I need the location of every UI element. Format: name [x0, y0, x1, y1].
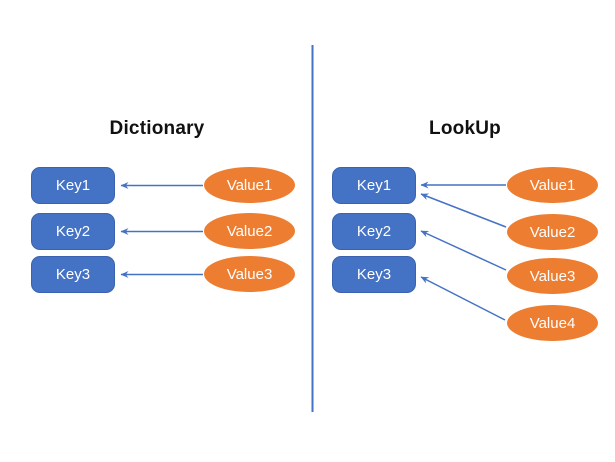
arrow-right-value2-to-key1 [420, 193, 507, 228]
dictionary-value1-node: Value1 [204, 167, 295, 203]
lookup-value3-label: Value3 [529, 267, 576, 285]
dictionary-value3-label: Value3 [226, 265, 273, 283]
dictionary-key1-label: Key1 [55, 177, 91, 194]
dictionary-value1-label: Value1 [226, 176, 273, 194]
dictionary-value2-label: Value2 [226, 222, 273, 240]
lookup-value3-node: Value3 [507, 258, 598, 294]
lookup-value4-label: Value4 [529, 314, 576, 332]
lookup-value2-node: Value2 [507, 214, 598, 250]
lookup-value1-label: Value1 [529, 176, 576, 194]
lookup-value2-label: Value2 [529, 223, 576, 241]
lookup-key1-label: Key1 [356, 177, 392, 194]
dictionary-key2-node: Key2 [31, 213, 115, 250]
arrow-right-value4-to-key3 [420, 276, 506, 321]
lookup-key2-label: Key2 [356, 223, 392, 240]
arrow-right-value3-to-key2 [420, 230, 507, 271]
lookup-key2-node: Key2 [332, 213, 416, 250]
lookup-value4-node: Value4 [507, 305, 598, 341]
dictionary-key3-node: Key3 [31, 256, 115, 293]
lookup-panel-title: LookUp [429, 118, 501, 139]
dictionary-key2-label: Key2 [55, 223, 91, 240]
dictionary-key3-label: Key3 [55, 266, 91, 283]
lookup-key3-label: Key3 [356, 266, 392, 283]
dictionary-panel-title: Dictionary [109, 118, 205, 139]
lookup-value1-node: Value1 [507, 167, 598, 203]
dictionary-value2-node: Value2 [204, 213, 295, 249]
lookup-key1-node: Key1 [332, 167, 416, 204]
dictionary-key1-node: Key1 [31, 167, 115, 204]
lookup-key3-node: Key3 [332, 256, 416, 293]
dictionary-value3-node: Value3 [204, 256, 295, 292]
